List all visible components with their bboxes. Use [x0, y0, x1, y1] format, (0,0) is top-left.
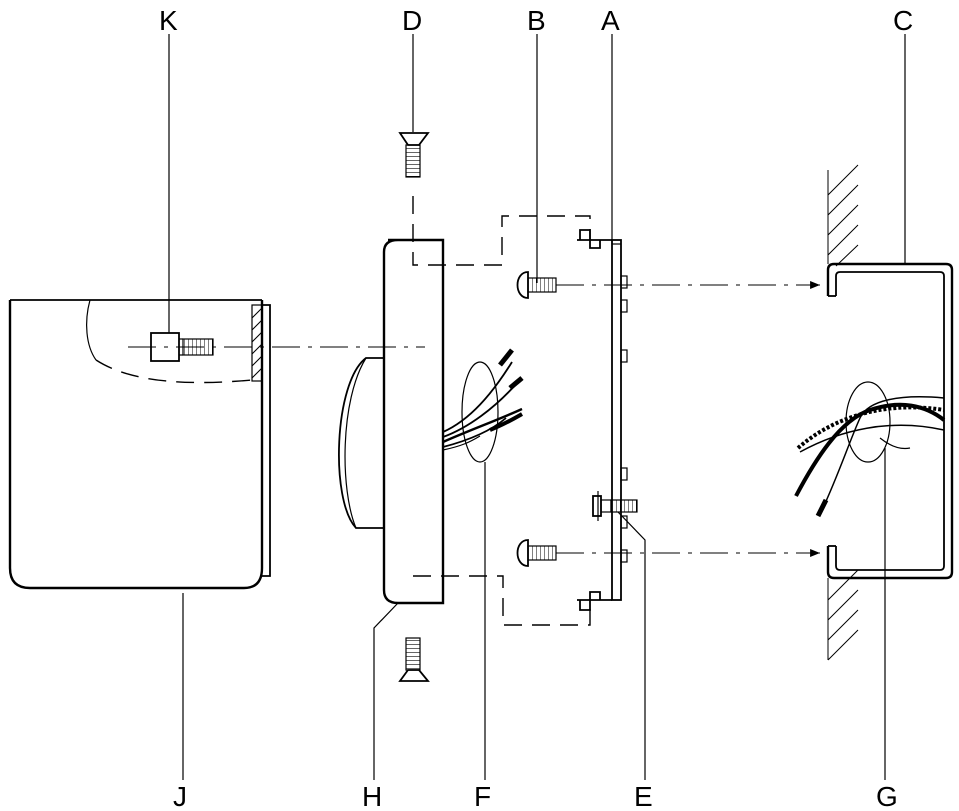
mounting-screw-bottom-b: [516, 539, 557, 567]
callout-b: B: [527, 5, 546, 36]
wires-f: [442, 348, 524, 463]
wall-section: [827, 164, 859, 661]
callout-e: E: [634, 781, 653, 811]
electrical-box-c: [826, 262, 954, 580]
callout-g: G: [876, 781, 898, 811]
cover-j: [8, 299, 271, 590]
housing-h: [338, 238, 445, 605]
housing-screw-bottom-d: [398, 637, 430, 682]
callout-d: D: [402, 5, 422, 36]
ground-screw-e: [592, 491, 638, 521]
callout-j: J: [173, 781, 187, 811]
alignment-arrows: [556, 281, 820, 557]
leader-lines: [168, 34, 906, 780]
callout-f: F: [474, 781, 491, 811]
callout-c: C: [893, 5, 913, 36]
housing-screw-top-d: [398, 132, 430, 178]
callout-h: H: [362, 781, 382, 811]
box-wires-g: [794, 381, 946, 518]
mounting-plate-a: [577, 229, 628, 611]
hidden-outlines: [412, 196, 591, 626]
callout-a: A: [601, 5, 620, 36]
mounting-screw-top-b: [516, 271, 557, 299]
callout-k: K: [159, 5, 178, 36]
